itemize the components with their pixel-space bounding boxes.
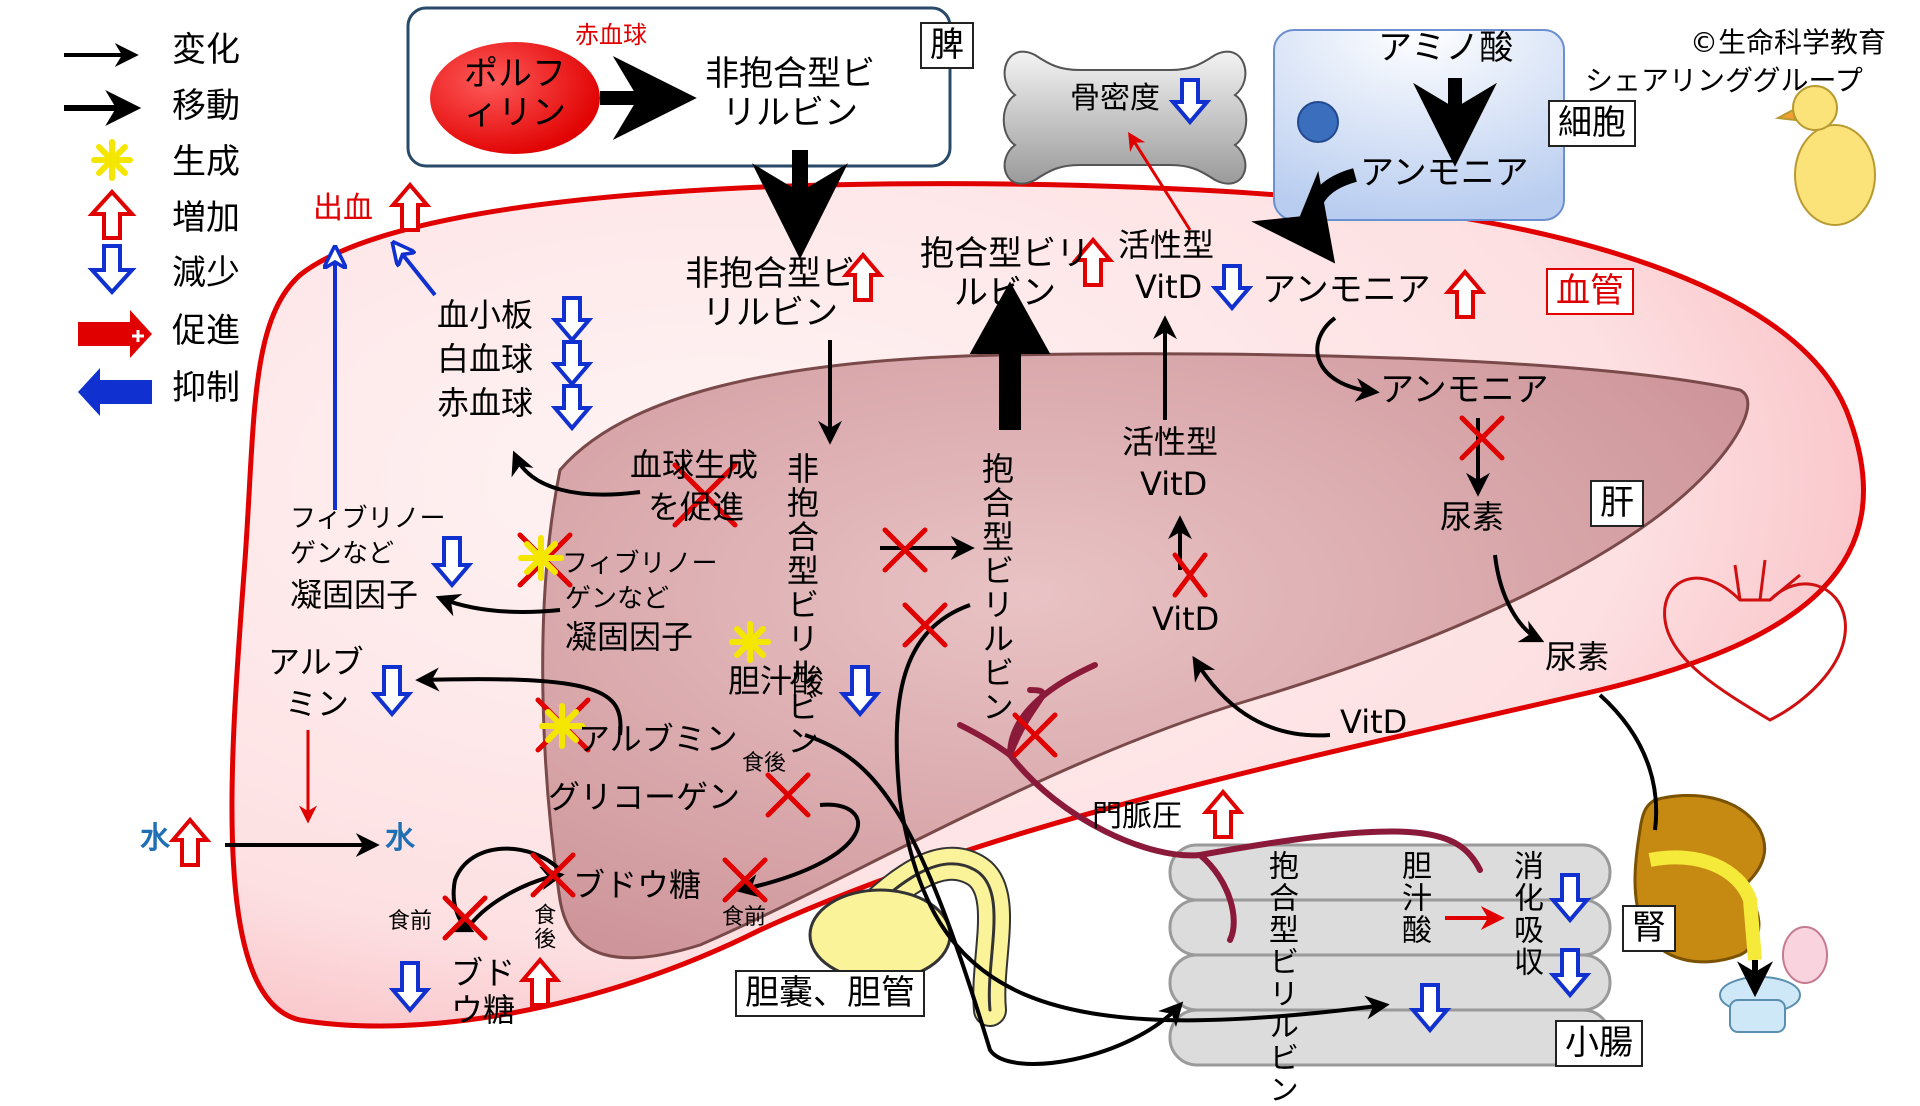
blood-conj-bilirubin-label: 抱合型ビリルビン: [920, 234, 1090, 314]
hematopoiesis-label-2: を促進: [648, 488, 745, 526]
portal-pressure-label: 門脈圧: [1092, 799, 1182, 834]
blood-fibrinogen-label-2: ゲンなど: [290, 539, 395, 569]
spleen-rbc-label: 赤血球: [575, 21, 647, 49]
liver-fibrinogen-label-1: フィブリノー: [562, 549, 718, 579]
legend-promote-label: 促進: [172, 311, 240, 351]
rbc-label: 赤血球: [437, 384, 534, 422]
liver-urea-label: 尿素: [1440, 498, 1505, 536]
arrow-conj-bilirubin-to-intestine: [894, 603, 1390, 1023]
porphyrin-ellipse: [430, 42, 600, 154]
blood-albumin-label-2: ミン: [285, 685, 350, 723]
bone-shape: [1002, 50, 1248, 185]
vitd-input-label: VitD: [1340, 703, 1408, 741]
legend-decrease-label: 減少: [172, 253, 240, 293]
blood-fibrinogen-label-1: フィブリノー: [290, 504, 446, 534]
arrow-bile-acid-down: [804, 733, 1184, 1066]
arrow-active-vitd-to-bone: [1128, 131, 1192, 231]
arrow-ammonia-to-liver: [1315, 316, 1380, 402]
arrow-clotting-out: [435, 593, 561, 617]
porphyrin-label: ポルフィリン: [464, 54, 566, 134]
liver-active-vitd-label-2: VitD: [1140, 465, 1208, 503]
small-intestine-label: 小腸: [1555, 1020, 1643, 1068]
blood-vessel-label: 血管: [1546, 268, 1634, 316]
liver-before-meal-label: 食前: [722, 905, 767, 930]
liver-fibrinogen-label-2: ゲンなど: [565, 584, 670, 614]
legend-icons: [64, 43, 152, 416]
liver-conj-bilirubin-label: 抱合型ビリルビン: [977, 452, 1015, 724]
cell-ammonia-label: アンモニア: [1360, 153, 1529, 193]
liver-unconj-bilirubin-label: 非抱合型ビリルビン: [782, 452, 820, 758]
spleen-unconj-bilirubin-label: 非抱合型ビリルビン: [705, 54, 875, 134]
liver-vitd-label: VitD: [1152, 600, 1220, 638]
blood-unconj-bilirubin-label: 非抱合型ビリルビン: [685, 254, 855, 334]
platelets-label: 血小板: [437, 296, 534, 334]
arrow-conj-bilirubin-out: [969, 281, 1051, 430]
legend-increase-label: 増加: [172, 198, 240, 238]
inhibition-x-marks: [442, 415, 1505, 941]
decrease-arrow-marks: [370, 78, 1592, 1034]
liver-glucose-label: ブドウ糖: [573, 866, 702, 904]
arrow-glycogen-to-glucose: [735, 802, 861, 898]
blood-active-vitd-label-2: VitD: [1135, 268, 1203, 306]
production-star-marks: [518, 535, 771, 749]
liver-clotting-label: 凝固因子: [565, 618, 694, 656]
bile-acid-label: 胆汁酸: [728, 662, 825, 700]
arrow-cell-ammonia-out: [1251, 168, 1358, 264]
arrow-hematopoiesis: [511, 450, 641, 497]
diagram-graphics: [64, 6, 1876, 1067]
liver-after-meal-label: 食後: [742, 751, 787, 776]
ureter: [1648, 850, 1762, 961]
intestine-bile-acid-label: 胆汁酸: [1396, 850, 1431, 946]
diagram-canvas: 変化 移動 生成 増加 減少 促進 抑制 ©生命科学教育 シェアリンググループ …: [64, 6, 1887, 1106]
cell-label: 細胞: [1548, 100, 1636, 148]
blood-clotting-label: 凝固因子: [290, 576, 419, 614]
intestine-conj-bilirubin-label: 抱合型ビリルビン: [1263, 850, 1298, 1106]
blood-ammonia-label: アンモニア: [1262, 270, 1431, 310]
arrow-albumin-out: [415, 667, 623, 736]
arrow-urea-to-kidney: [1598, 693, 1659, 831]
blood-active-vitd-label-1: 活性型: [1118, 226, 1215, 264]
liver-active-vitd-label-1: 活性型: [1122, 423, 1219, 461]
cell-nucleus: [1297, 101, 1339, 143]
heart-outline: [1663, 559, 1847, 722]
digestion-absorption-label: 消化吸収: [1508, 850, 1543, 978]
gallbladder-label: 胆嚢、胆管: [735, 970, 925, 1018]
blood-glucose-label: ブドウ糖: [450, 954, 515, 1029]
arrow-urea-out: [1493, 554, 1545, 643]
copyright-text: ©生命科学教育: [1690, 26, 1887, 59]
blood-urea-label: 尿素: [1545, 638, 1610, 676]
amino-acid-label: アミノ酸: [1378, 28, 1514, 68]
wbc-label: 白血球: [437, 340, 534, 378]
portal-vein: [957, 662, 1483, 943]
bleeding-label: 出血: [313, 191, 373, 226]
group-name-text: シェアリンググループ: [1585, 64, 1863, 97]
legend-change-label: 変化: [172, 30, 240, 70]
blood-before-meal-label: 食前: [388, 909, 433, 934]
chick-drawing: [1774, 85, 1876, 226]
glycogen-label: グリコーゲン: [548, 778, 741, 816]
legend-produce-label: 生成: [172, 142, 240, 182]
liver-albumin-label: アルブミン: [578, 720, 738, 758]
spleen-label: 脾: [920, 22, 974, 70]
water-right-label: 水: [385, 821, 415, 856]
liver-ammonia-label: アンモニア: [1380, 370, 1549, 410]
legend-inhibit-label: 抑制: [172, 368, 240, 408]
blood-after-meal-label: 食後: [530, 903, 556, 951]
increase-arrow-marks: [168, 181, 1487, 1007]
bone-density-label: 骨密度: [1070, 81, 1160, 116]
blood-albumin-label-1: アルブ: [268, 643, 364, 681]
hematopoiesis-label-1: 血球生成: [630, 446, 759, 484]
arrow-vitd-into-liver: [1192, 655, 1331, 738]
legend-move-label: 移動: [172, 86, 240, 126]
liver-label: 肝: [1590, 480, 1644, 528]
small-intestine-shape: [1168, 843, 1612, 1067]
kidney-label: 腎: [1622, 905, 1676, 953]
arrow-bleeding-platelets: [395, 245, 437, 297]
water-left-label: 水: [140, 821, 170, 856]
